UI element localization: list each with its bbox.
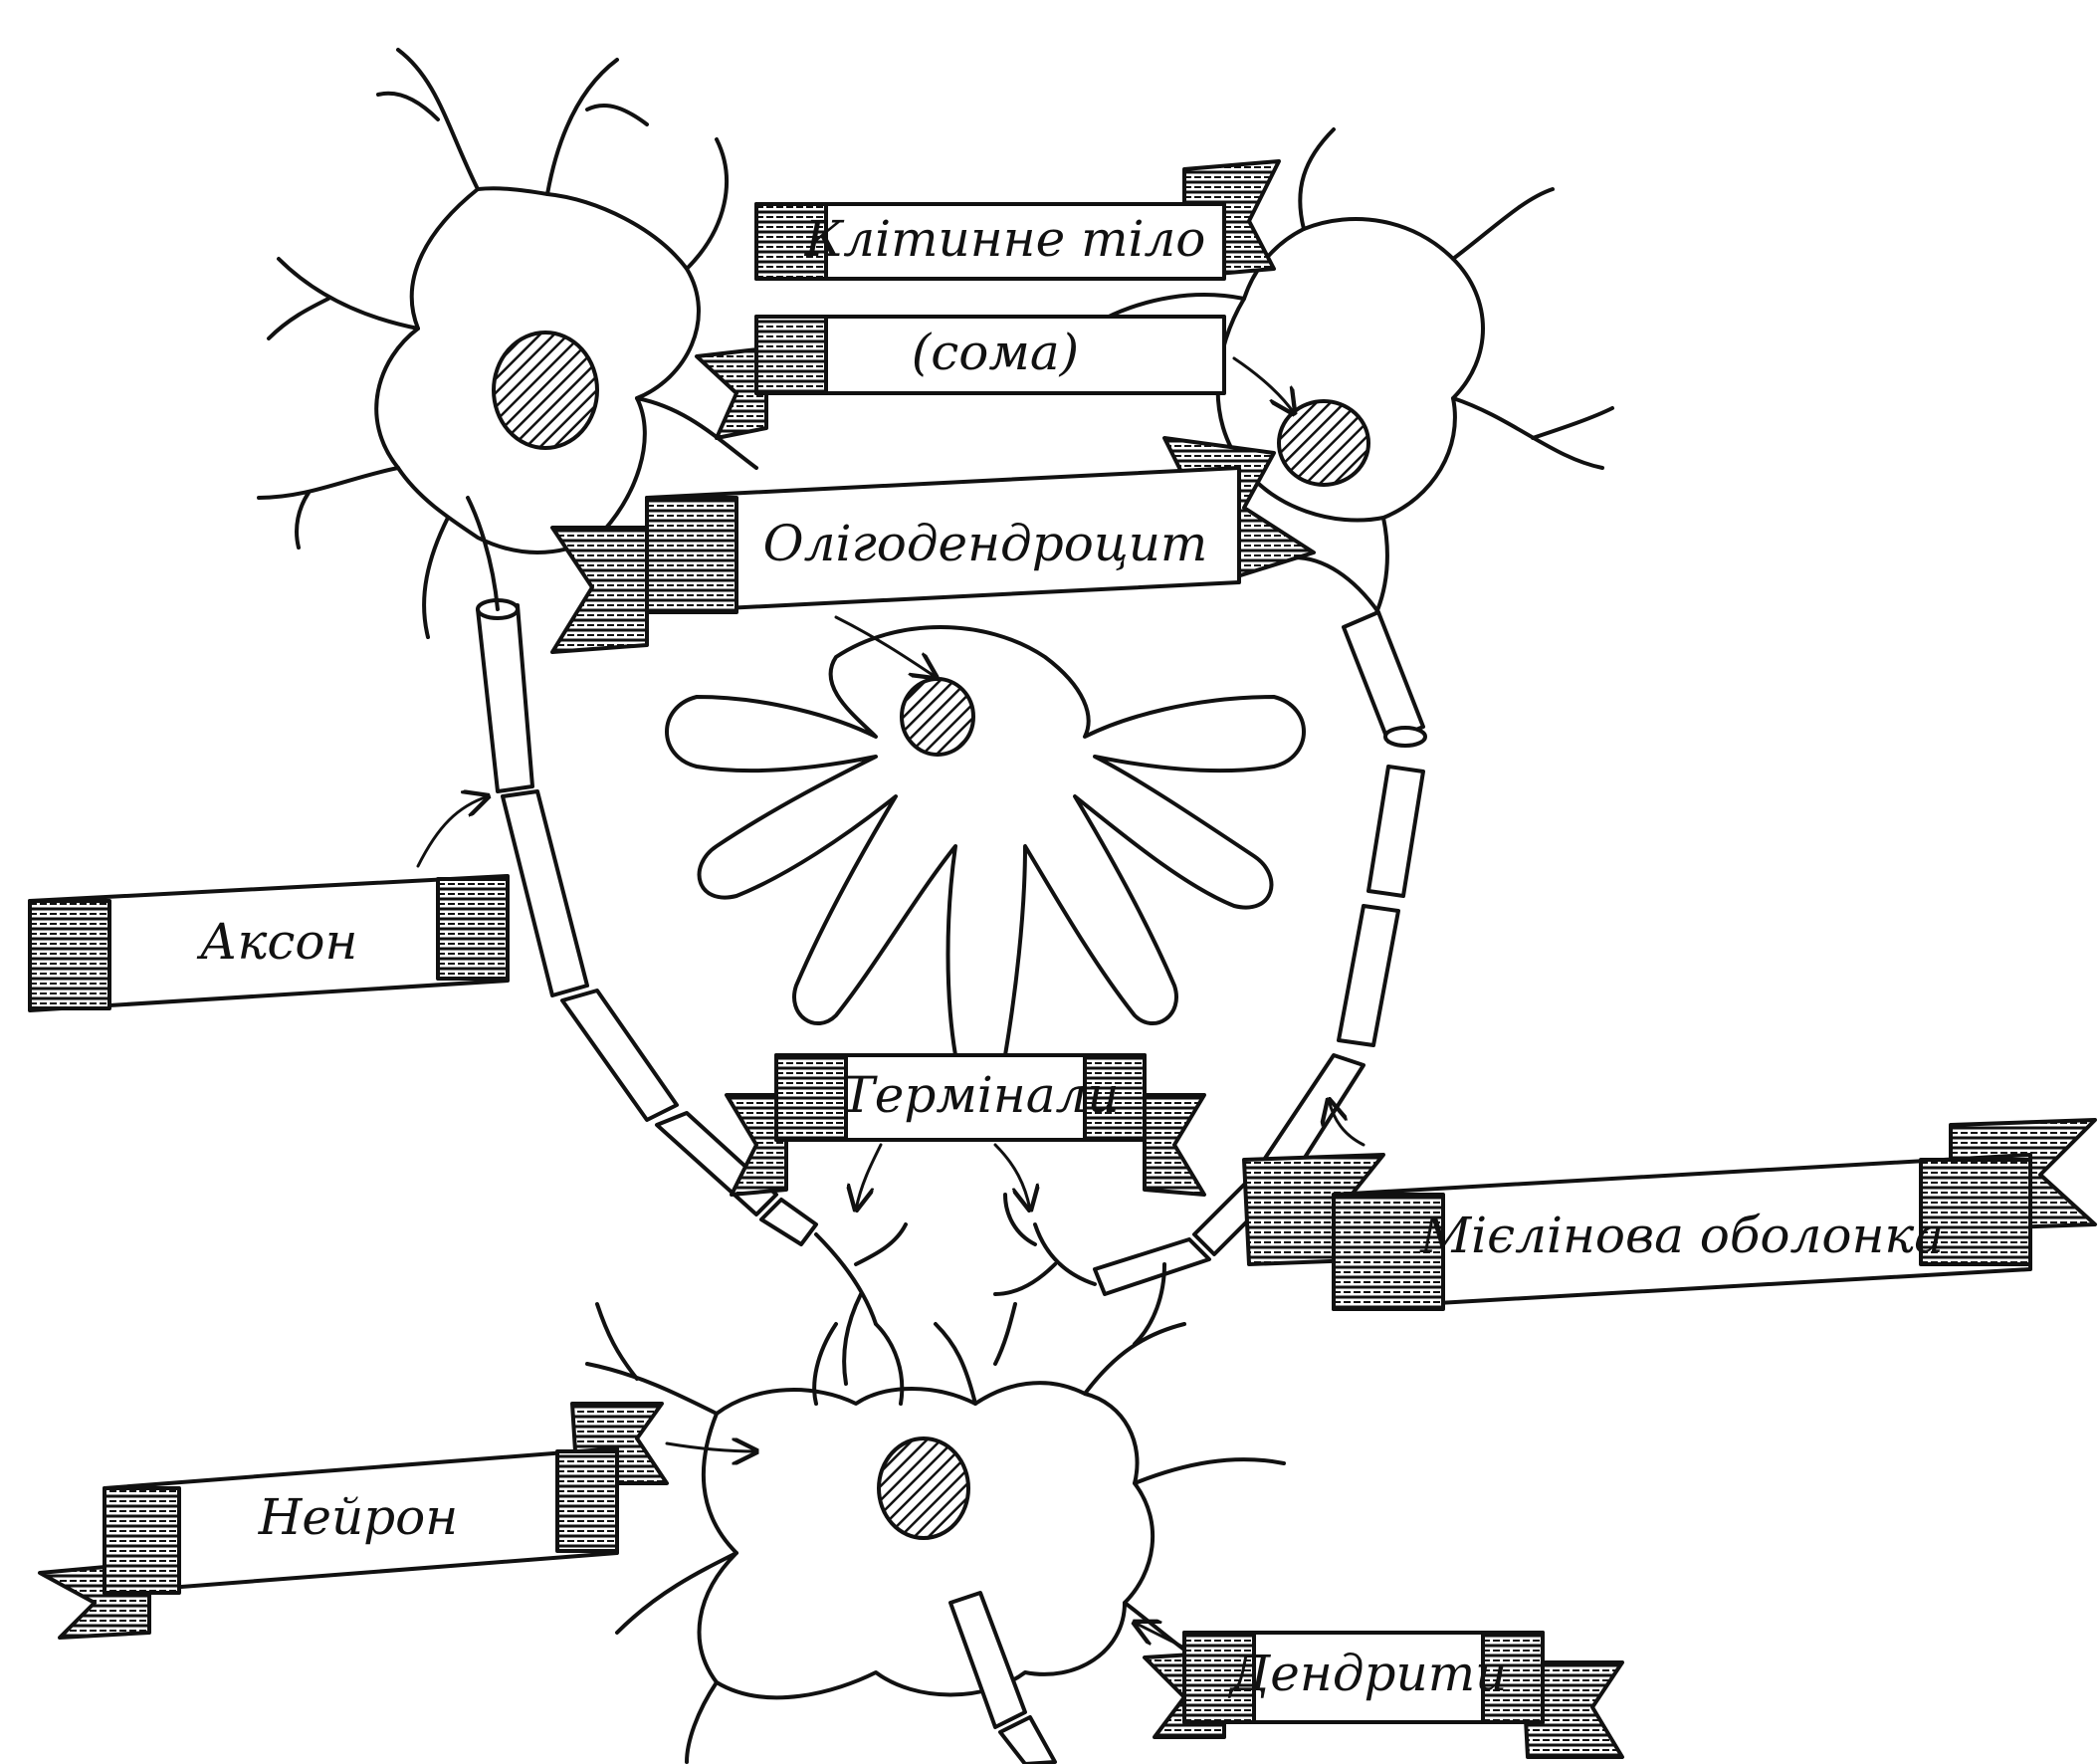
label-oligodendrocyte-text: Олігодендроцит	[763, 515, 1208, 572]
label-cell-body-text2: (сома)	[912, 324, 1079, 381]
soma-nucleus-bottom	[879, 1438, 968, 1538]
label-cell-body-line2: (сома)	[697, 317, 1224, 438]
label-myelin-sheath-text: Мієлінова оболонка	[1419, 1207, 1944, 1264]
label-myelin-sheath: Мієлінова оболонка	[1244, 1120, 2095, 1309]
label-cell-body-line1: Клітинне тіло	[756, 161, 1279, 279]
label-dendrites: Дендрити	[1145, 1633, 1622, 1757]
label-cell-body-text1: Клітинне тіло	[804, 210, 1206, 268]
label-neuron: Нейрон	[40, 1404, 667, 1638]
label-oligodendrocyte: Олігодендроцит	[552, 438, 1314, 652]
label-dendrites-text: Дендрити	[1228, 1645, 1508, 1702]
soma-nucleus-topright	[1279, 401, 1368, 485]
label-terminals-text: Термінали	[841, 1066, 1119, 1124]
label-terminals: Термінали	[727, 1055, 1204, 1195]
label-axon: Аксон	[30, 876, 508, 1010]
oligodendrocyte-nucleus	[902, 679, 973, 755]
axon-terminals	[814, 1195, 1095, 1404]
soma-nucleus-topleft	[494, 332, 597, 448]
label-axon-text: Аксон	[197, 913, 358, 971]
oligodendrocyte-cell	[667, 627, 1304, 1070]
label-neuron-text: Нейрон	[258, 1488, 458, 1546]
